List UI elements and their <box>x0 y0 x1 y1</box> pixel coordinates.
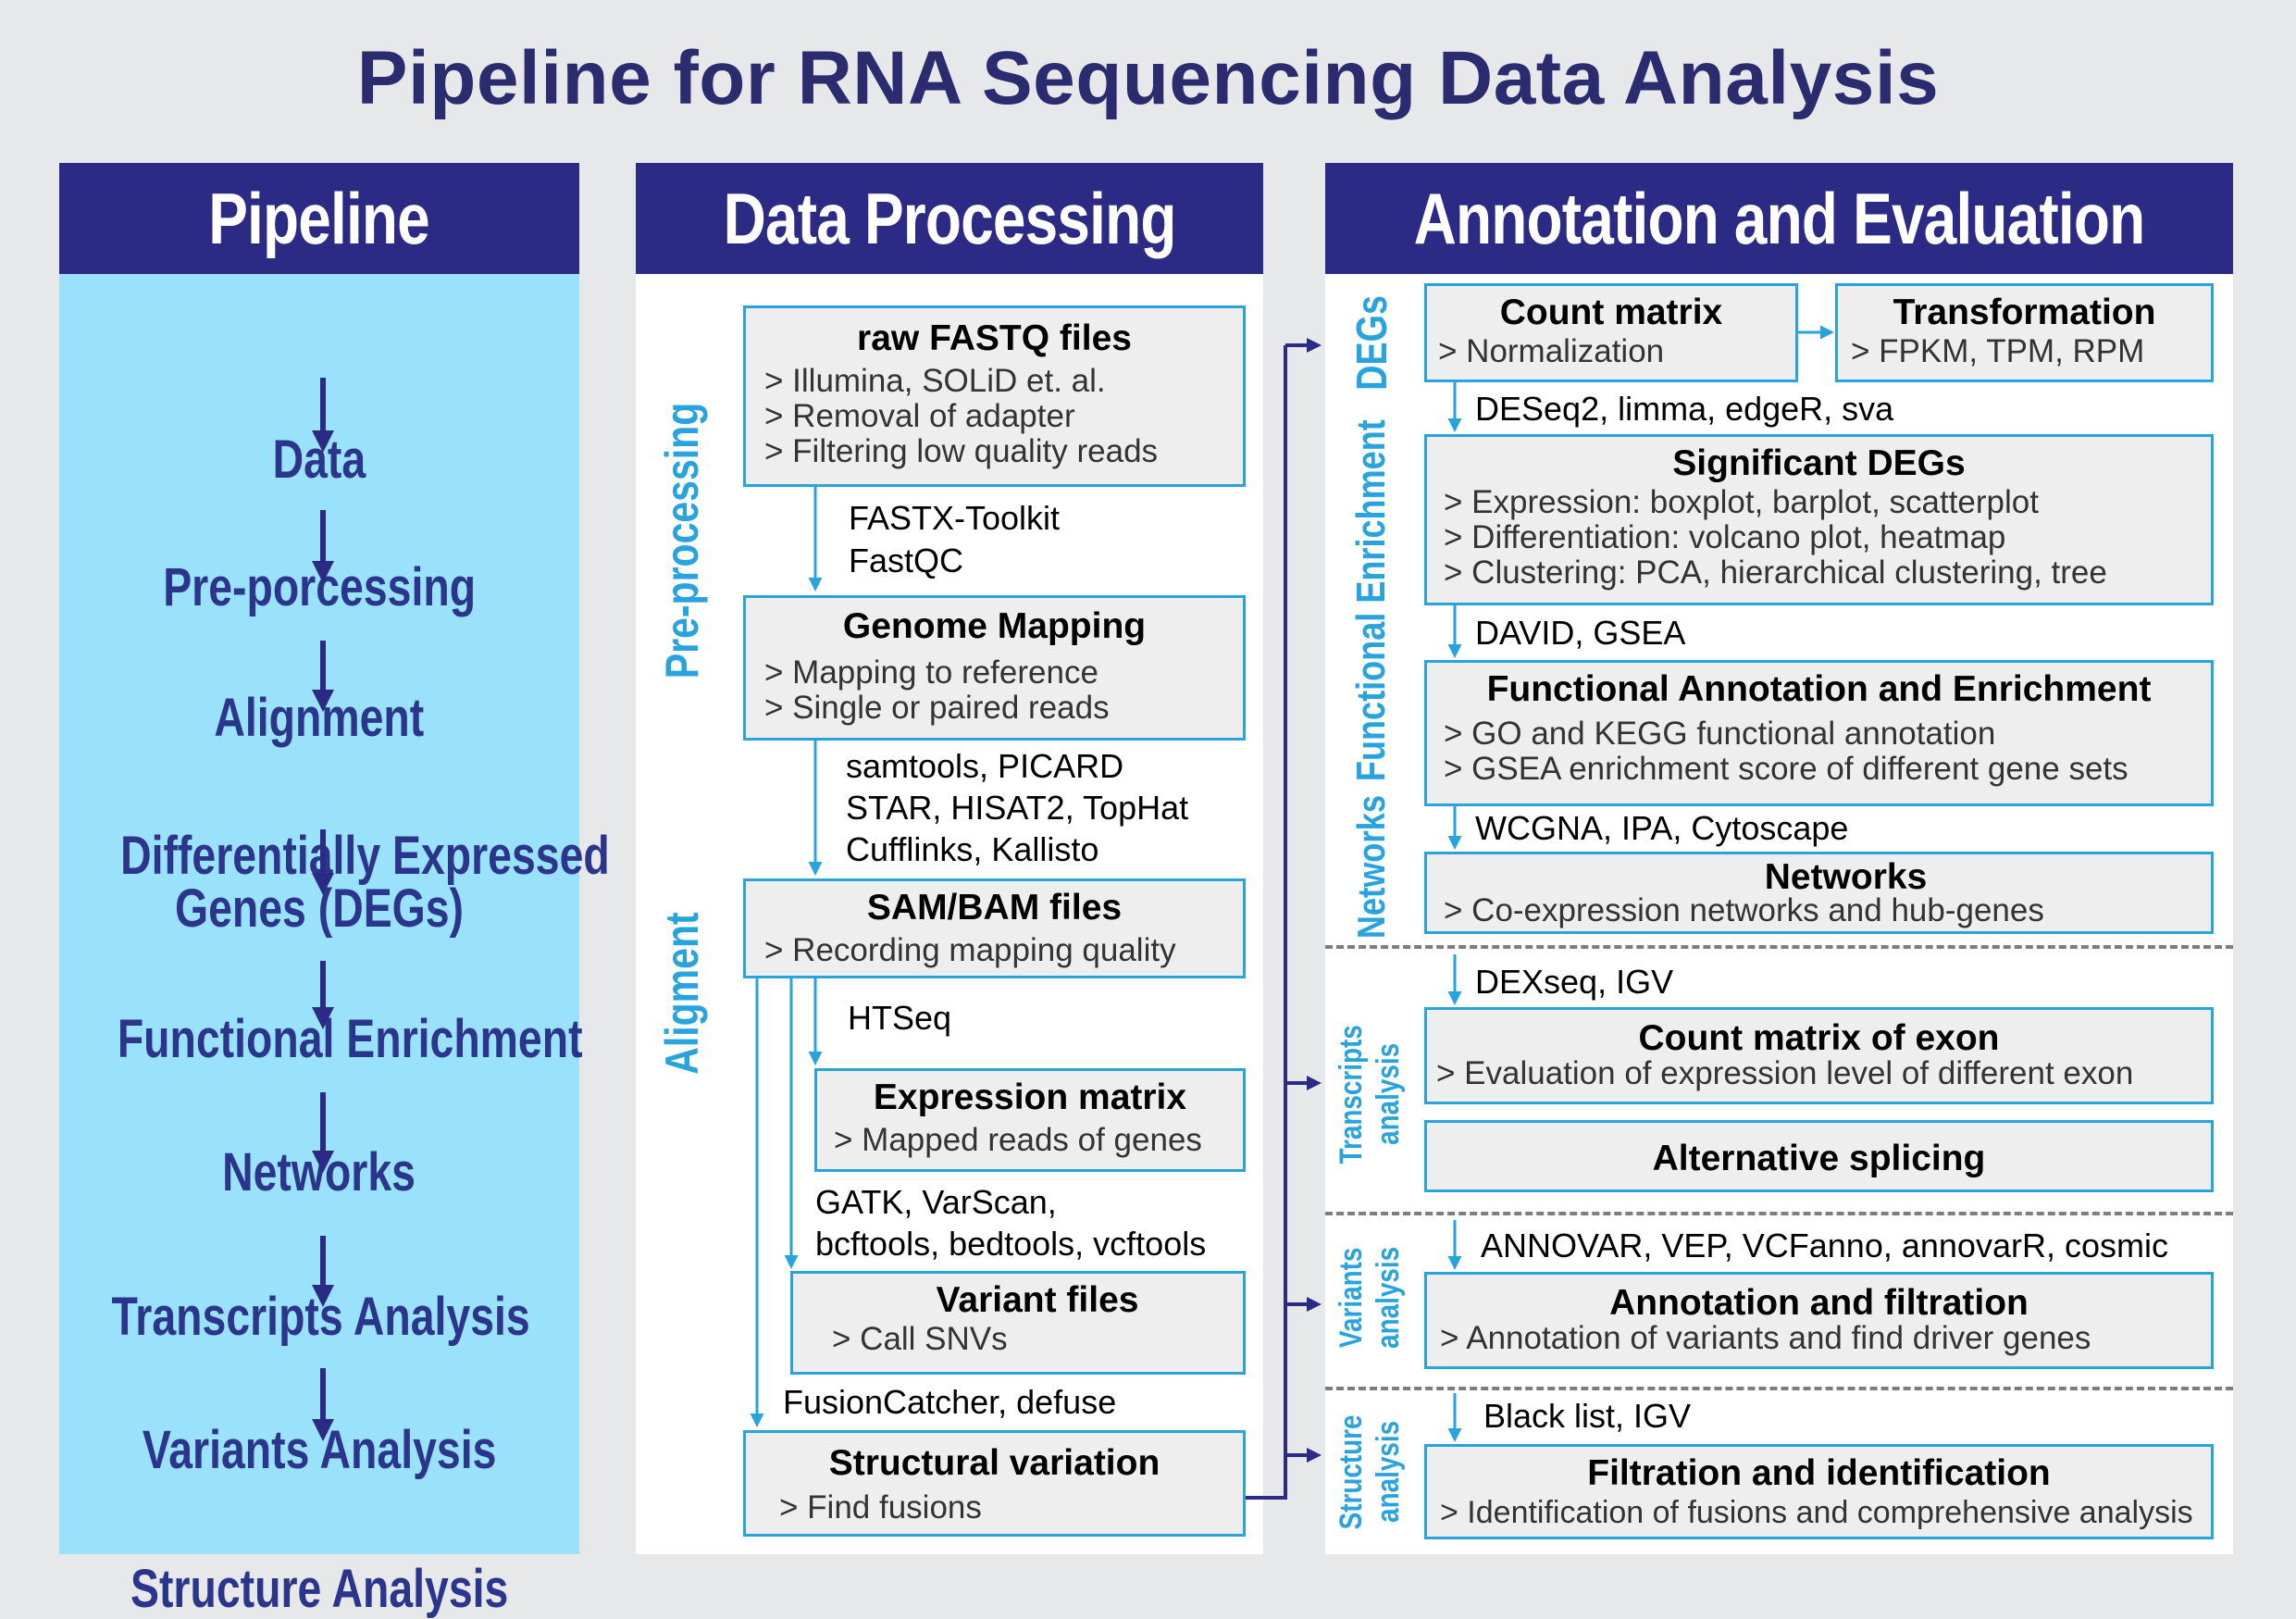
annotation-filtration-box: Annotation and filtration > Annotation o… <box>1424 1272 2214 1369</box>
tool-samtools: samtools, PICARD <box>846 747 1124 785</box>
pipeline-step-structure: Structure Analysis <box>130 1559 509 1619</box>
transformation-line: > FPKM, TPM, RPM <box>1851 333 2145 369</box>
transformation-box: Transformation > FPKM, TPM, RPM <box>1835 283 2214 382</box>
tool-cufflinks: Cufflinks, Kallisto <box>846 830 1099 868</box>
tool-deseq2: DESeq2, limma, edgeR, sva <box>1475 390 1894 428</box>
structural-variation-title: Structural variation <box>828 1443 1160 1483</box>
alternative-splicing-title: Alternative splicing <box>1652 1139 1986 1178</box>
raw-fastq-line: > Removal of adapter <box>764 398 1075 434</box>
significant-degs-line: > Clustering: PCA, hierarchical clusteri… <box>1444 554 2107 591</box>
genome-mapping-line: > Mapping to reference <box>764 654 1098 691</box>
transformation-title: Transformation <box>1893 293 2156 332</box>
pipeline-step-functional-enrichment: Functional Enrichment <box>117 1009 583 1069</box>
section-divider <box>1325 945 2233 949</box>
side-label-functional: Functional Enrichment <box>1348 419 1394 782</box>
filtration-identification-line: > Identification of fusions and comprehe… <box>1440 1495 2193 1530</box>
tool-gatk: GATK, VarScan, <box>815 1183 1057 1221</box>
pipeline-step-transcripts: Transcripts Analysis <box>111 1287 530 1347</box>
significant-degs-line: > Differentiation: volcano plot, heatmap <box>1444 519 2006 555</box>
tool-blacklist: Black list, IGV <box>1483 1397 1692 1435</box>
sam-bam-title: SAM/BAM files <box>866 888 1123 928</box>
pipeline-step-preprocessing: Pre-porcessing <box>163 557 476 617</box>
annotation-filtration-title: Annotation and filtration <box>1609 1283 2029 1323</box>
expression-matrix-title: Expression matrix <box>873 1077 1187 1117</box>
pipeline-step-alignment: Alignment <box>214 688 425 748</box>
pipeline-step-data: Data <box>272 430 366 490</box>
section-divider <box>1325 1387 2233 1390</box>
networks-line: > Co-expression networks and hub-genes <box>1444 892 2044 928</box>
pipeline-body: Data Pre-porcessing Alignment Differenti… <box>59 274 610 1616</box>
count-matrix-exon-title: Count matrix of exon <box>1638 1018 2000 1058</box>
tool-htseq: HTSeq <box>848 999 952 1037</box>
networks-title: Networks <box>1764 857 1928 897</box>
variant-files-line: > Call SNVs <box>832 1321 1008 1357</box>
tool-star: STAR, HISAT2, TopHat <box>846 789 1189 827</box>
pipeline-step-degs-line2: Genes (DEGs) <box>175 878 464 939</box>
count-matrix-exon-line: > Evaluation of expression level of diff… <box>1436 1055 2134 1091</box>
significant-degs-line: > Expression: boxplot, barplot, scatterp… <box>1444 484 2039 520</box>
side-label-degs: DEGs <box>1347 294 1396 391</box>
pipeline-header: Pipeline <box>59 163 579 274</box>
count-matrix-title: Count matrix <box>1499 293 1723 332</box>
section-divider <box>1325 1212 2233 1215</box>
pipeline-panel: Pipeline Data Pre-porcessing Alignment D… <box>59 163 610 1616</box>
genome-mapping-line: > Single or paired reads <box>764 690 1110 726</box>
alternative-splicing-box: Alternative splicing <box>1424 1120 2214 1192</box>
expression-matrix-box: Expression matrix > Mapped reads of gene… <box>814 1068 1246 1172</box>
functional-annotation-line: > GSEA enrichment score of different gen… <box>1444 751 2128 787</box>
tool-fastqc: FastQC <box>849 542 964 579</box>
raw-fastq-line: > Filtering low quality reads <box>764 433 1159 469</box>
side-label-alignment: Aligment <box>656 912 708 1075</box>
variant-files-box: Variant files > Call SNVs <box>790 1271 1246 1375</box>
genome-mapping-box: Genome Mapping > Mapping to reference > … <box>743 595 1246 741</box>
count-matrix-exon-box: Count matrix of exon > Evaluation of exp… <box>1424 1007 2214 1104</box>
functional-annotation-line: > GO and KEGG functional annotation <box>1444 716 1996 752</box>
side-label-preprocessing: Pre-processing <box>656 402 708 679</box>
expression-matrix-line: > Mapped reads of genes <box>834 1122 1202 1158</box>
filtration-identification-box: Filtration and identification > Identifi… <box>1424 1444 2214 1539</box>
side-label-networks: Networks <box>1349 794 1393 939</box>
sam-bam-line: > Recording mapping quality <box>764 932 1176 968</box>
raw-fastq-line: > Illumina, SOLiD et. al. <box>764 363 1106 399</box>
annotation-header: Annotation and Evaluation <box>1325 163 2233 274</box>
raw-fastq-title: raw FASTQ files <box>857 318 1132 358</box>
genome-mapping-title: Genome Mapping <box>842 606 1147 646</box>
tool-fusioncatcher: FusionCatcher, defuse <box>783 1383 1117 1421</box>
pipeline-step-degs-line1: Differentially Expressed <box>120 826 610 886</box>
filtration-identification-title: Filtration and identification <box>1587 1453 2051 1493</box>
tool-wcgna: WCGNA, IPA, Cytoscape <box>1475 809 1849 847</box>
annotation-filtration-line: > Annotation of variants and find driver… <box>1440 1320 2091 1356</box>
count-matrix-box: Count matrix > Normalization <box>1424 283 1798 382</box>
count-matrix-line: > Normalization <box>1438 333 1665 369</box>
sam-bam-box: SAM/BAM files > Recording mapping qualit… <box>743 878 1246 978</box>
significant-degs-box: Significant DEGs > Expression: boxplot, … <box>1424 434 2214 605</box>
tool-dexseq: DEXseq, IGV <box>1475 963 1674 1001</box>
networks-box: Networks > Co-expression networks and hu… <box>1424 852 2214 934</box>
page-title: Pipeline for RNA Sequencing Data Analysi… <box>356 36 1940 120</box>
pipeline-step-variants: Variants Analysis <box>142 1420 497 1480</box>
structural-variation-box: Structural variation > Find fusions <box>743 1430 1246 1537</box>
tool-annovar: ANNOVAR, VEP, VCFanno, annovarR, cosmic <box>1481 1227 2168 1264</box>
variant-files-title: Variant files <box>936 1280 1139 1320</box>
functional-annotation-box: Functional Annotation and Enrichment > G… <box>1424 660 2214 806</box>
processing-header: Data Processing <box>636 163 1263 274</box>
tool-fastx: FASTX-Toolkit <box>849 499 1061 537</box>
tool-david: DAVID, GSEA <box>1475 614 1686 652</box>
structural-variation-line: > Find fusions <box>779 1489 982 1526</box>
raw-fastq-box: raw FASTQ files > Illumina, SOLiD et. al… <box>743 305 1246 487</box>
pipeline-step-networks: Networks <box>222 1142 416 1202</box>
tool-bcftools: bcftools, bedtools, vcftools <box>815 1225 1207 1263</box>
significant-degs-title: Significant DEGs <box>1672 443 1966 483</box>
functional-annotation-title: Functional Annotation and Enrichment <box>1486 669 2152 709</box>
